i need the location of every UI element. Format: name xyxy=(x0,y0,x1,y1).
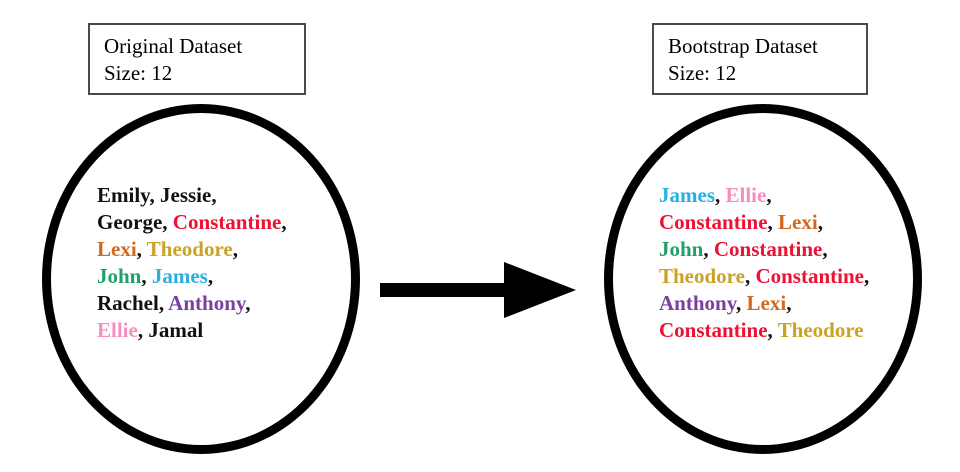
name-line: Theodore, Constantine, xyxy=(659,263,909,290)
name-separator: , xyxy=(158,291,169,315)
name-separator: , xyxy=(141,264,152,288)
name-separator: , xyxy=(136,237,147,261)
name-token: Constantine xyxy=(172,210,282,234)
name-line: George, Constantine, xyxy=(97,209,347,236)
name-token: Lexi xyxy=(97,237,137,261)
name-separator: , xyxy=(863,264,870,288)
name-token: John xyxy=(659,237,704,261)
name-token: Rachel xyxy=(97,291,159,315)
name-separator: , xyxy=(207,264,214,288)
original-dataset-label-box: Original Dataset Size: 12 xyxy=(88,23,306,95)
name-separator: , xyxy=(245,291,251,315)
name-separator: , xyxy=(766,183,772,207)
name-line: John, Constantine, xyxy=(659,236,909,263)
bootstrap-dataset-label-box: Bootstrap Dataset Size: 12 xyxy=(652,23,868,95)
name-separator: , xyxy=(149,183,161,207)
name-separator: , xyxy=(715,183,726,207)
name-separator: , xyxy=(162,210,173,234)
name-token: Jamal xyxy=(148,318,204,342)
name-line: James, Ellie, xyxy=(659,182,909,209)
original-dataset-name-list: Emily, Jessie,George, Constantine,Lexi, … xyxy=(97,182,347,344)
name-line: John, James, xyxy=(97,263,347,290)
name-token: Constantine xyxy=(755,264,864,288)
original-dataset-circle xyxy=(42,104,360,454)
name-separator: , xyxy=(736,291,747,315)
bootstrap-dataset-circle xyxy=(604,104,922,454)
name-separator: , xyxy=(232,237,238,261)
name-token: James xyxy=(659,183,715,207)
right-arrow-icon xyxy=(380,258,580,322)
name-token: Anthony xyxy=(168,291,246,315)
name-line: Lexi, Theodore, xyxy=(97,236,347,263)
name-token: Lexi xyxy=(746,291,787,315)
name-token: Ellie xyxy=(97,318,138,342)
name-token: George xyxy=(97,210,163,234)
name-token: Jessie xyxy=(160,183,212,207)
name-token: John xyxy=(97,264,142,288)
name-line: Rachel, Anthony, xyxy=(97,290,347,317)
name-separator: , xyxy=(703,237,714,261)
name-line: Constantine, Lexi, xyxy=(659,209,909,236)
name-line: Constantine, Theodore xyxy=(659,317,909,344)
name-token: Constantine xyxy=(659,318,768,342)
name-line: Anthony, Lexi, xyxy=(659,290,909,317)
bootstrap-dataset-name-list: James, Ellie,Constantine, Lexi,John, Con… xyxy=(659,182,909,344)
name-separator: , xyxy=(744,264,756,288)
name-separator: , xyxy=(817,210,823,234)
original-dataset-title: Original Dataset xyxy=(104,34,243,58)
name-token: Theodore xyxy=(146,237,233,261)
name-separator: , xyxy=(137,318,149,342)
name-separator: , xyxy=(211,183,217,207)
name-token: Theodore xyxy=(777,318,864,342)
name-separator: , xyxy=(281,210,287,234)
name-token: Theodore xyxy=(659,264,745,288)
name-token: Constantine xyxy=(659,210,768,234)
name-separator: , xyxy=(786,291,792,315)
name-token: Emily xyxy=(97,183,150,207)
original-dataset-size: Size: 12 xyxy=(104,61,173,85)
name-separator: , xyxy=(767,318,778,342)
name-token: Lexi xyxy=(778,210,818,234)
name-token: Ellie xyxy=(725,183,767,207)
bootstrap-dataset-size: Size: 12 xyxy=(668,61,737,85)
name-line: Ellie, Jamal xyxy=(97,317,347,344)
name-separator: , xyxy=(767,210,779,234)
bootstrap-dataset-title: Bootstrap Dataset xyxy=(668,34,818,58)
name-separator: , xyxy=(822,237,828,261)
name-token: Anthony xyxy=(659,291,737,315)
name-token: Constantine xyxy=(713,237,823,261)
name-token: James xyxy=(151,264,208,288)
name-line: Emily, Jessie, xyxy=(97,182,347,209)
